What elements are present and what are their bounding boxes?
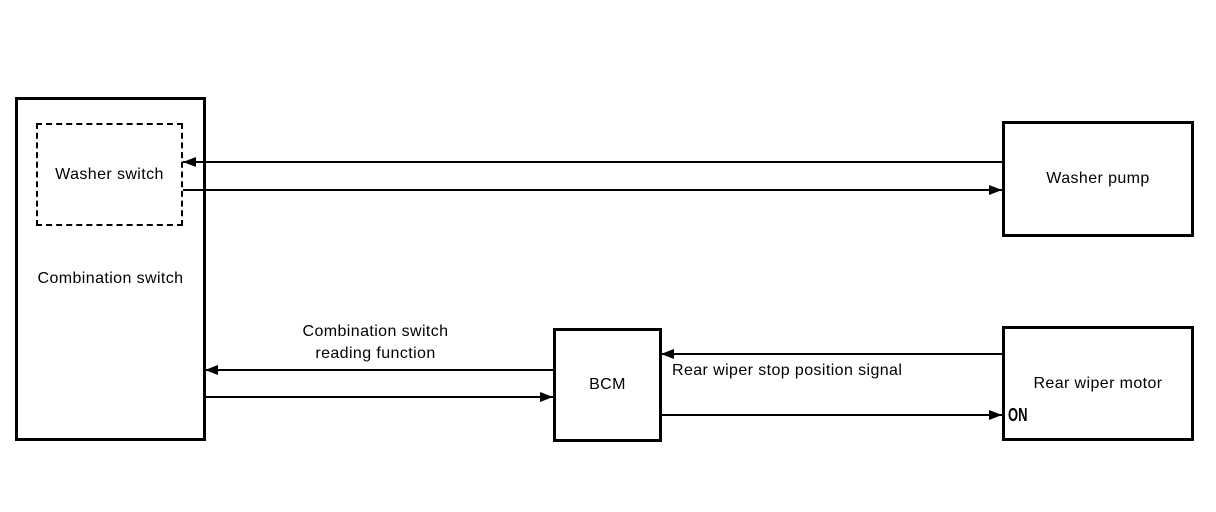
arrowhead-into-combination-switch-icon: [205, 365, 218, 375]
washer-switch-label: Washer switch: [55, 165, 164, 183]
arrowhead-into-bcm-left-icon: [540, 392, 553, 402]
arrowhead-into-rear-wiper-motor-icon: [989, 410, 1002, 420]
rear-wiper-motor-label: Rear wiper motor: [1033, 374, 1163, 392]
rear-wiper-motor-on-label: ON: [1008, 405, 1028, 425]
wire-bcm-to-rear-wiper-motor: [661, 414, 1002, 416]
wire-washer-switch-to-washer-pump: [183, 189, 1002, 191]
arrowhead-into-washer-pump-icon: [989, 185, 1002, 195]
combination-switch-label: Combination switch: [37, 270, 184, 287]
washer-pump-label: Washer pump: [1046, 170, 1150, 187]
node-bcm: BCM: [553, 328, 662, 442]
wire-rear-wiper-motor-to-bcm: [661, 353, 1002, 355]
edge-label-rear-wiper-stop-position-signal: Rear wiper stop position signal: [672, 362, 903, 379]
node-rear-wiper-motor: Rear wiper motor: [1002, 326, 1194, 441]
node-washer-pump: Washer pump: [1002, 121, 1194, 237]
wire-bcm-to-combination-switch: [205, 369, 553, 371]
arrowhead-into-washer-switch-icon: [183, 157, 196, 167]
node-combination-switch: Combination switch: [15, 97, 206, 441]
node-washer-switch: Washer switch: [36, 123, 183, 226]
wire-washer-pump-to-washer-switch: [183, 161, 1002, 163]
bcm-label: BCM: [589, 376, 626, 393]
arrowhead-into-bcm-right-icon: [661, 349, 674, 359]
wire-combination-switch-to-bcm: [205, 396, 553, 398]
edge-label-reading-function: Combination switch reading function: [302, 323, 449, 362]
